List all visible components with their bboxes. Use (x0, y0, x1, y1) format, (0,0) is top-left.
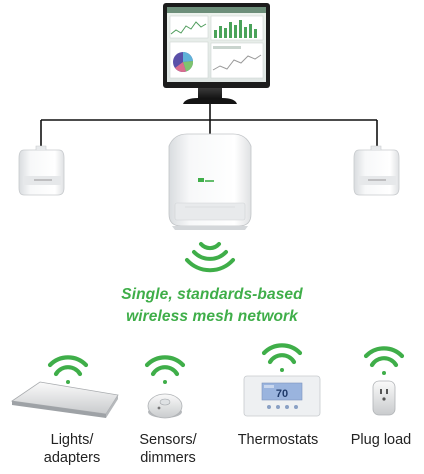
device-label-plug-load: Plug load (338, 431, 424, 449)
caption-line-2: wireless mesh network (126, 308, 298, 325)
light-fixture-icon (10, 381, 119, 418)
wifi-signal-icon (47, 355, 89, 384)
router-icon (353, 145, 400, 196)
device-label-line: Lights/ (50, 432, 94, 448)
thermostat-icon: 70 (243, 375, 321, 417)
router-icon (18, 145, 65, 196)
wifi-signal-icon (261, 343, 303, 372)
gateway-icon (168, 133, 252, 230)
monitor-icon (163, 3, 270, 104)
wifi-signal-icon (144, 355, 186, 384)
thermostat-reading: 70 (276, 388, 288, 400)
device-label-line: Thermostats (237, 432, 319, 448)
caption-line-1: Single, standards-based (121, 286, 303, 303)
plug-icon (372, 380, 396, 416)
wifi-signal-icon (363, 346, 405, 375)
connection-lines (40, 104, 378, 148)
device-label-thermostats: Thermostats (223, 431, 333, 449)
device-label-line: dimmers (140, 450, 196, 466)
device-label-sensors: Sensors/ dimmers (118, 431, 218, 467)
device-label-line: Sensors/ (139, 432, 197, 448)
device-label-lights: Lights/ adapters (22, 431, 122, 467)
device-label-line: adapters (43, 450, 101, 466)
device-label-line: Plug load (350, 432, 412, 448)
sensor-icon (147, 393, 183, 419)
wifi-signal-icon (185, 242, 235, 273)
